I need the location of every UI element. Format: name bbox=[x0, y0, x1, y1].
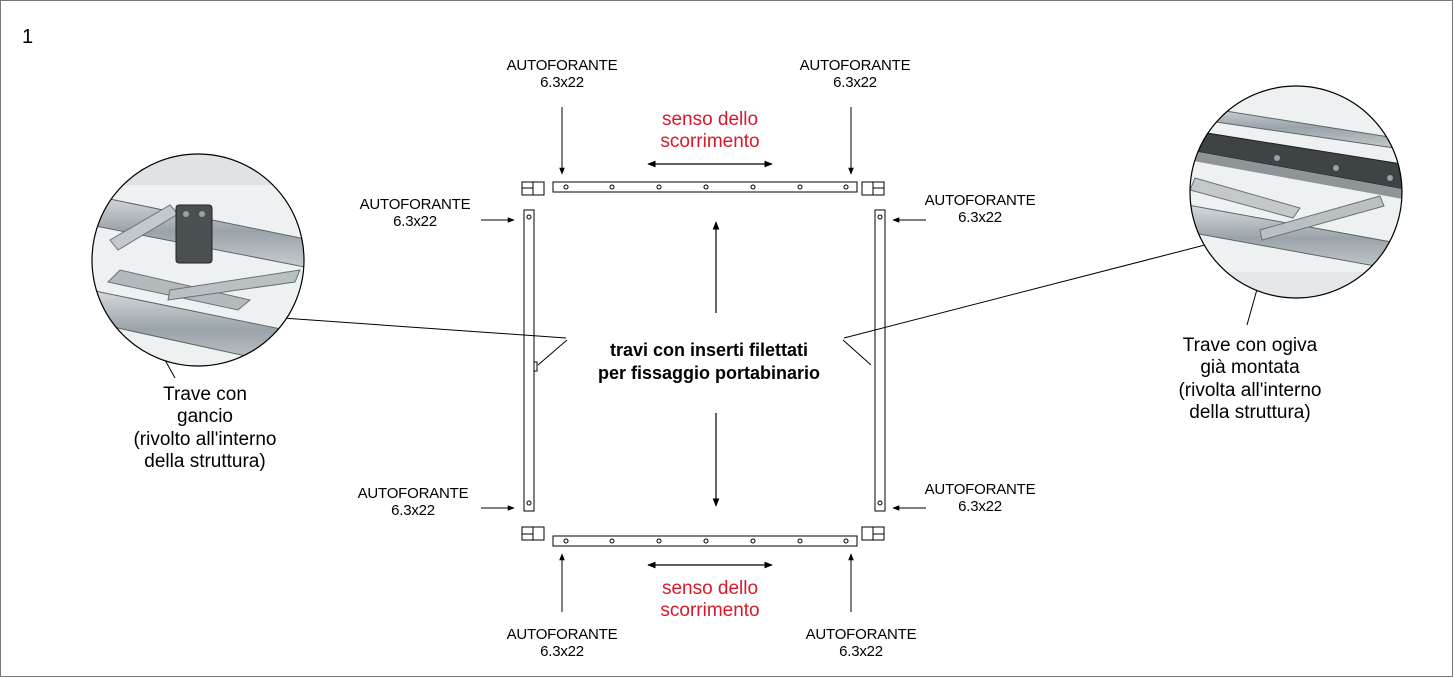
screw-name: AUTOFORANTE bbox=[924, 192, 1036, 209]
screw-name: AUTOFORANTE bbox=[357, 485, 469, 502]
screw-name: AUTOFORANTE bbox=[506, 57, 618, 74]
center-note: travi con inserti filettati per fissaggi… bbox=[574, 339, 844, 384]
screw-name: AUTOFORANTE bbox=[799, 57, 911, 74]
screw-size: 6.3x22 bbox=[958, 208, 1002, 226]
corner-bracket-bottom-left bbox=[521, 526, 545, 541]
leader-right-detail bbox=[843, 237, 1233, 339]
right-beam bbox=[874, 209, 886, 512]
corner-bracket-bottom-right bbox=[861, 526, 885, 541]
screw-label-right-upper: AUTOFORANTE 6.3x22 bbox=[906, 192, 1054, 227]
leader-center-right bbox=[842, 339, 872, 366]
step-number: 1 bbox=[22, 26, 34, 48]
screw-size: 6.3x22 bbox=[958, 497, 1002, 515]
left-callout-line: della struttura) bbox=[144, 451, 266, 473]
right-callout-line: (rivolta all'interno bbox=[1178, 379, 1322, 401]
screw-size: 6.3x22 bbox=[839, 642, 883, 660]
sliding-direction-line1: senso dello bbox=[661, 109, 759, 130]
detail-image-beam-with-hook bbox=[92, 154, 304, 366]
detail-circle-left bbox=[91, 153, 305, 367]
right-callout-caption: Trave con ogiva già montata (rivolta all… bbox=[1150, 335, 1350, 425]
screw-label-right-lower: AUTOFORANTE 6.3x22 bbox=[906, 481, 1054, 516]
screw-label-bottom-right: AUTOFORANTE 6.3x22 bbox=[787, 626, 935, 661]
screw-size: 6.3x22 bbox=[393, 212, 437, 230]
screw-size: 6.3x22 bbox=[833, 73, 877, 91]
screw-name: AUTOFORANTE bbox=[506, 626, 618, 643]
sliding-direction-line1: senso dello bbox=[661, 578, 759, 599]
left-beam bbox=[523, 209, 538, 512]
right-callout-line: della struttura) bbox=[1189, 402, 1311, 424]
detail-circle-right bbox=[1189, 85, 1403, 299]
screw-size: 6.3x22 bbox=[540, 642, 584, 660]
left-callout-line: (rivolto all'interno bbox=[133, 428, 277, 450]
bottom-beam bbox=[552, 535, 858, 547]
screw-label-left-lower: AUTOFORANTE 6.3x22 bbox=[339, 485, 487, 520]
leader-left-detail bbox=[239, 314, 567, 339]
screw-name: AUTOFORANTE bbox=[805, 626, 917, 643]
screw-label-bottom-left: AUTOFORANTE 6.3x22 bbox=[488, 626, 636, 661]
center-note-line2: per fissaggio portabinario bbox=[597, 362, 821, 383]
top-beam bbox=[552, 181, 858, 193]
right-callout-line: già montata bbox=[1200, 357, 1300, 379]
sliding-direction-line2: scorrimento bbox=[660, 130, 760, 152]
sliding-direction-line2: scorrimento bbox=[660, 599, 760, 621]
screw-label-left-upper: AUTOFORANTE 6.3x22 bbox=[341, 196, 489, 231]
left-callout-caption: Trave con gancio (rivolto all'interno de… bbox=[100, 384, 310, 474]
sliding-direction-bottom: senso dello scorrimento bbox=[630, 578, 790, 622]
corner-bracket-top-left bbox=[521, 181, 545, 196]
corner-bracket-top-right bbox=[861, 181, 885, 196]
screw-label-top-left: AUTOFORANTE 6.3x22 bbox=[488, 57, 636, 92]
leader-center-left bbox=[537, 339, 568, 366]
screw-label-top-right: AUTOFORANTE 6.3x22 bbox=[781, 57, 929, 92]
screw-size: 6.3x22 bbox=[391, 501, 435, 519]
detail-image-beam-with-ogive bbox=[1190, 86, 1402, 298]
screw-size: 6.3x22 bbox=[540, 73, 584, 91]
right-callout-line: Trave con ogiva bbox=[1182, 335, 1318, 356]
sliding-direction-top: senso dello scorrimento bbox=[630, 109, 790, 153]
screw-name: AUTOFORANTE bbox=[359, 196, 471, 213]
center-note-line1: travi con inserti filettati bbox=[609, 340, 809, 360]
left-callout-line: Trave con bbox=[163, 384, 247, 405]
screw-name: AUTOFORANTE bbox=[924, 481, 1036, 498]
left-callout-line: gancio bbox=[177, 406, 233, 428]
